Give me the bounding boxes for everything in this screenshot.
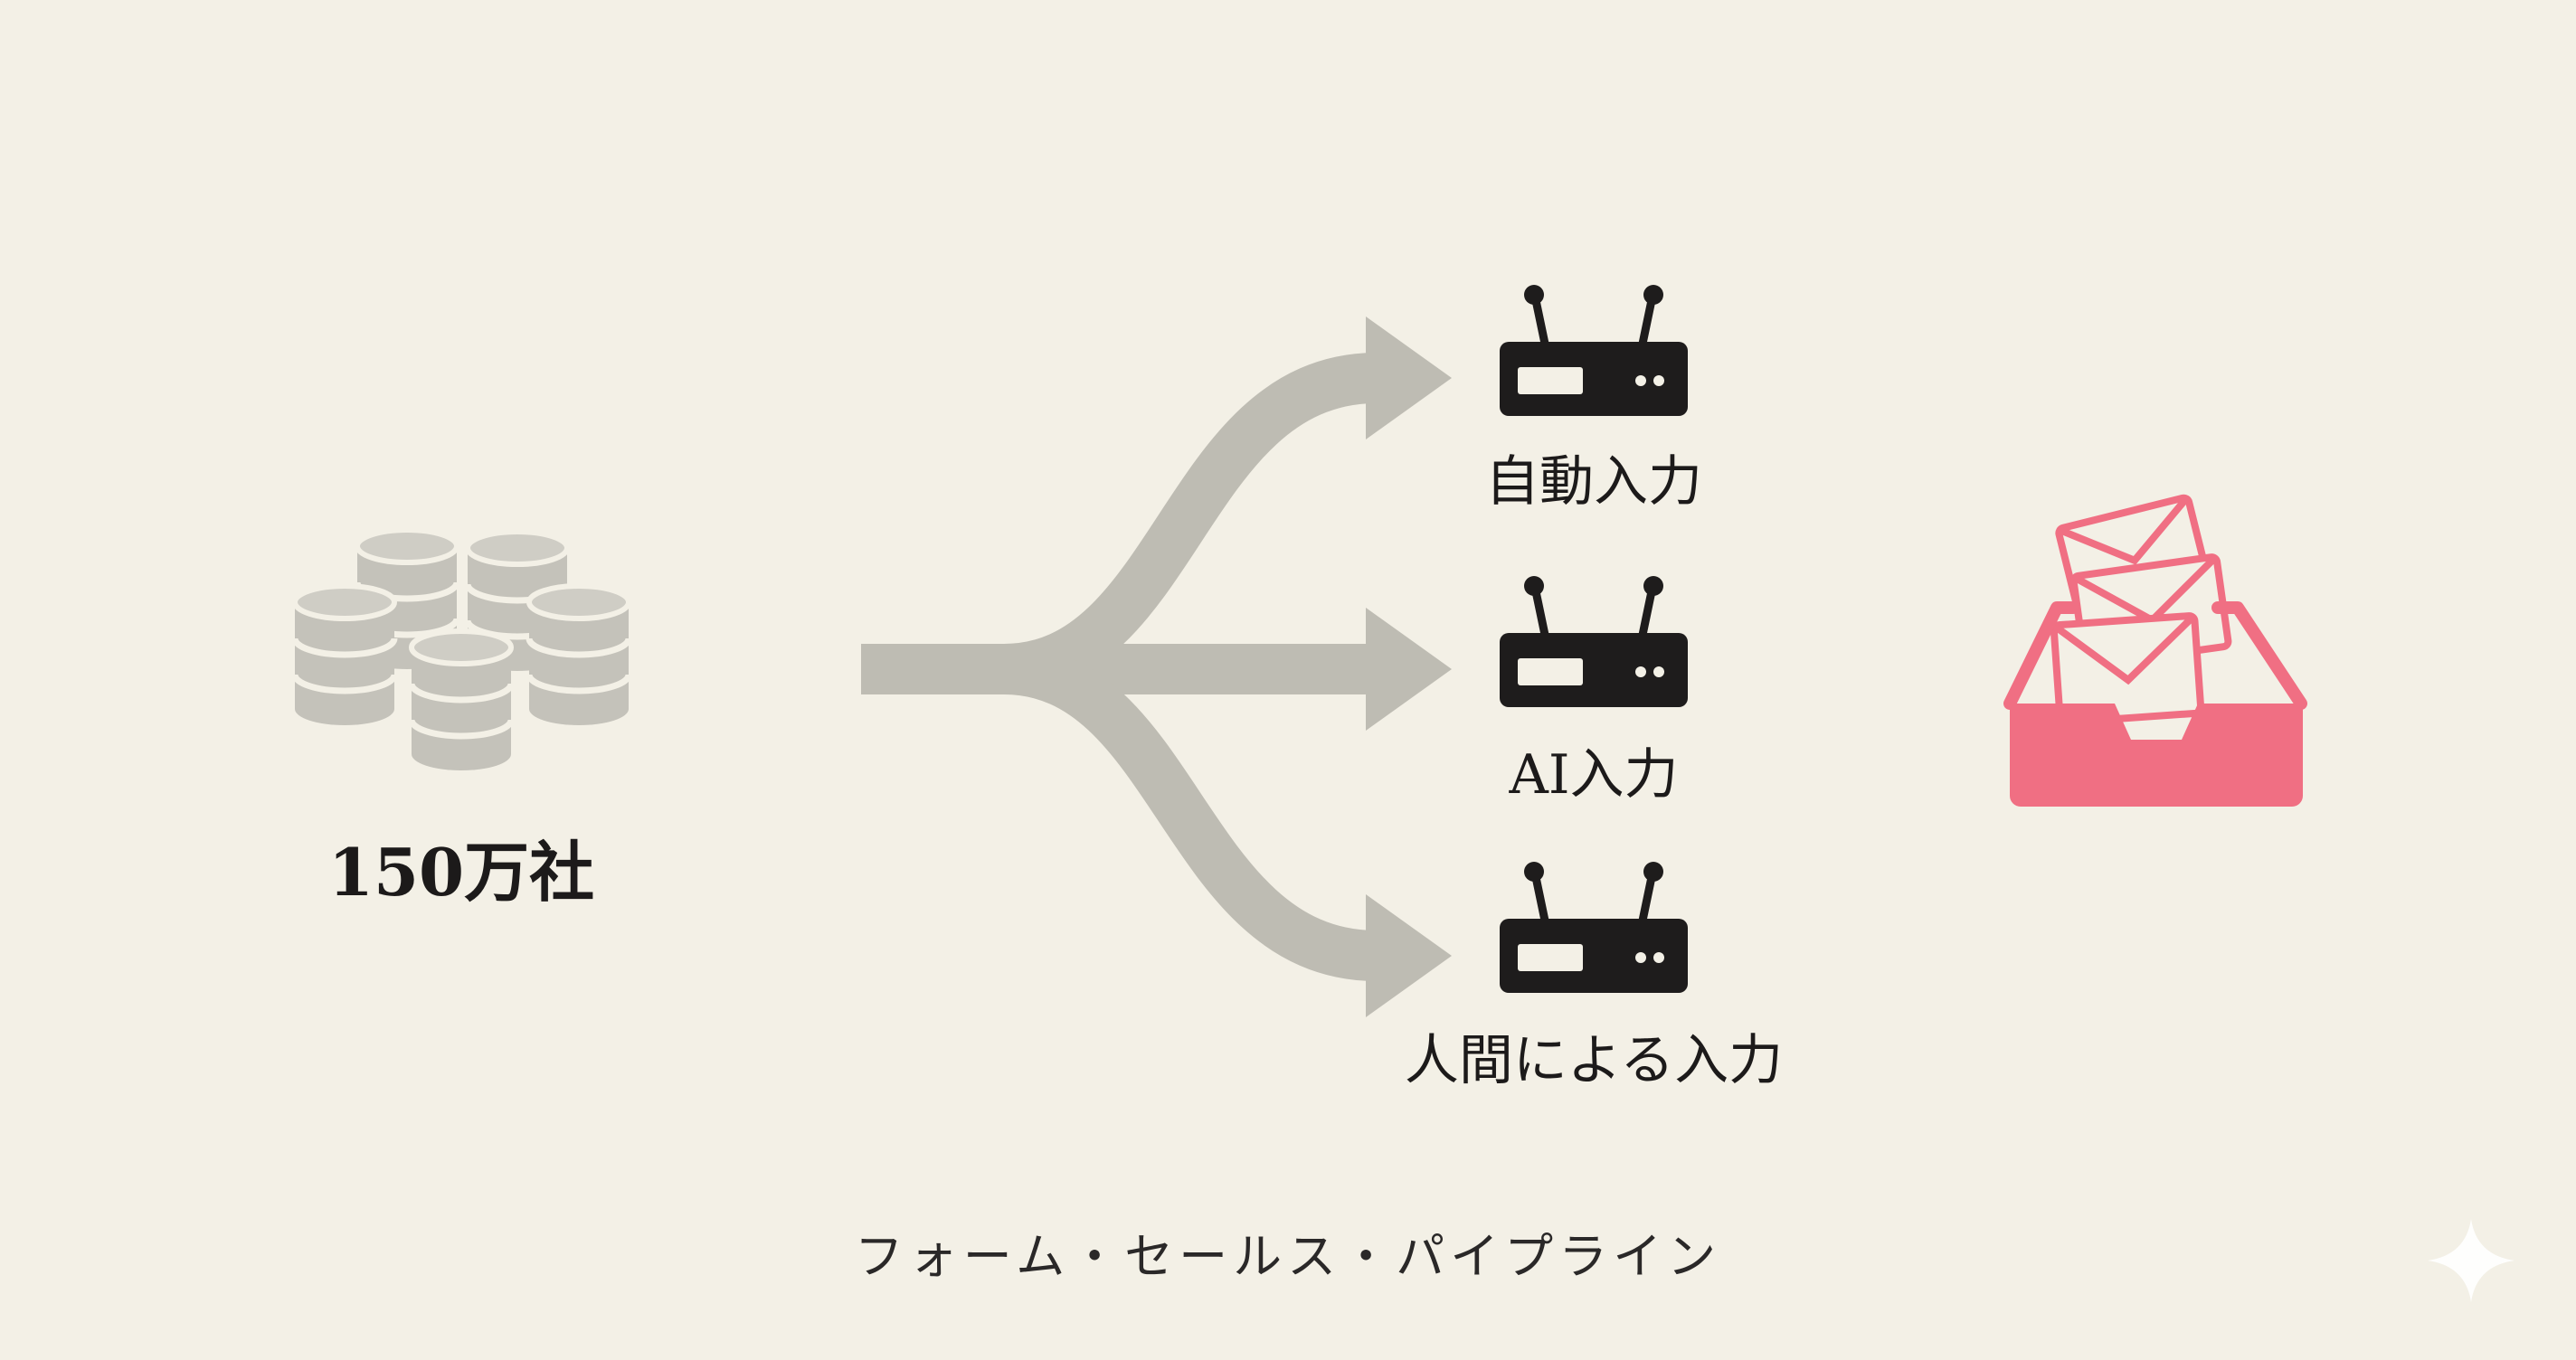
arrowhead-human: [1366, 894, 1452, 1017]
sparkle-icon: [2428, 1219, 2514, 1302]
source-label: 150万社: [327, 834, 595, 911]
arrowhead-ai: [1366, 608, 1452, 731]
branch-label-ai: AI入力: [1509, 743, 1679, 807]
arrow-to-auto: [1002, 353, 1377, 694]
branch-label-auto: 自動入力: [1485, 450, 1702, 514]
database-stack-icon: [295, 530, 629, 770]
diagram-caption: フォーム・セールス・パイプライン: [854, 1228, 1722, 1285]
arrow-to-human: [1002, 644, 1377, 981]
router-icon-ai: [1500, 576, 1688, 707]
router-icon-human: [1500, 862, 1688, 993]
inbox-mail-icon: [2003, 494, 2307, 807]
branch-label-human: 人間による入力: [1404, 1029, 1784, 1092]
arrow-heads: [1366, 316, 1452, 1017]
router-icon-auto: [1500, 285, 1688, 416]
branch-arrows: [861, 353, 1377, 981]
arrowhead-auto: [1366, 316, 1452, 439]
